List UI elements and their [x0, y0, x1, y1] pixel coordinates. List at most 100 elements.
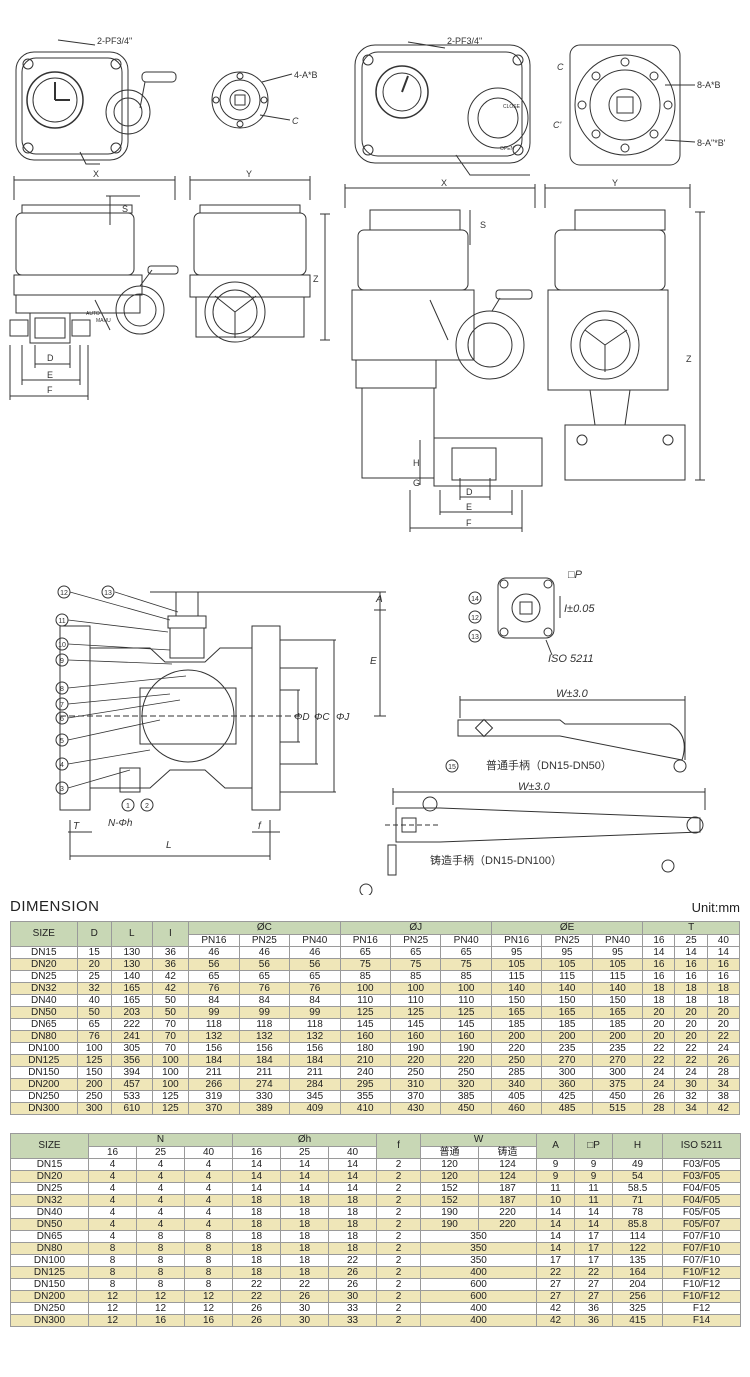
table-cell: F03/F05: [662, 1170, 742, 1183]
cast-handle-w: W±3.0: [518, 781, 551, 793]
col-e: ØE: [490, 921, 644, 935]
table-cell: 18: [280, 1266, 330, 1279]
table-cell: 14: [536, 1230, 576, 1243]
table-cell: 140: [110, 970, 153, 983]
table-cell: 71: [612, 1194, 664, 1207]
table-cell: DN65: [10, 1230, 89, 1243]
table-cell: F07/F10: [662, 1242, 742, 1255]
table-cell: 18: [328, 1218, 378, 1231]
table-cell: 4: [183, 1206, 234, 1219]
dim-x-right: X: [441, 178, 447, 188]
flange-small-view: [211, 71, 293, 129]
actuator-small-side-view: [189, 176, 330, 343]
table-cell: 36: [151, 946, 190, 959]
table-cell: 22: [574, 1266, 614, 1279]
table-cell: 26: [232, 1302, 282, 1315]
table-cell: 600: [420, 1290, 538, 1303]
table-cell: 220: [440, 1054, 492, 1067]
sub-pn16: PN16: [188, 934, 240, 947]
table-cell: 130: [110, 958, 153, 971]
table-cell: 409: [289, 1102, 341, 1115]
table-cell: 65: [289, 970, 341, 983]
table-cell: 8: [183, 1266, 234, 1279]
table-cell: 12: [136, 1290, 185, 1303]
table-cell: 185: [541, 1018, 593, 1031]
table-cell: DN50: [10, 1006, 78, 1019]
table-cell: 222: [110, 1018, 153, 1031]
sub-n16: 16: [88, 1146, 137, 1159]
table-cell: 8: [88, 1278, 137, 1291]
actuator-small-front-view: [9, 176, 179, 400]
table-cell: 33: [328, 1302, 378, 1315]
table-cell: 385: [440, 1090, 492, 1103]
sub-t16: 16: [642, 934, 676, 947]
table-cell: 110: [389, 994, 442, 1007]
table-cell: 76: [76, 1030, 112, 1043]
table-cell: 8: [183, 1254, 234, 1267]
flange-c-label: C: [292, 116, 299, 126]
sub-pn25: PN25: [389, 934, 442, 947]
table-cell: F05/F05: [662, 1206, 742, 1219]
table-cell: 235: [591, 1042, 644, 1055]
sub-pn40: PN40: [440, 934, 492, 947]
table-cell: 56: [188, 958, 240, 971]
table-cell: 40: [76, 994, 112, 1007]
dimension-title: DIMENSION: [10, 898, 100, 915]
table-cell: 14: [232, 1158, 282, 1171]
table-cell: 118: [238, 1018, 291, 1031]
table-cell: 78: [612, 1206, 664, 1219]
table-cell: 16: [642, 970, 676, 983]
table-cell: DN200: [10, 1078, 78, 1091]
table-cell: 9: [574, 1170, 614, 1183]
table-cell: 8: [136, 1242, 185, 1255]
table-cell: 152: [420, 1194, 480, 1207]
table-cell: 2: [376, 1278, 422, 1291]
table-cell: 14: [232, 1182, 282, 1195]
iso-5211-label: ISO 5211: [548, 653, 594, 665]
table-cell: 156: [188, 1042, 240, 1055]
table-cell: 14: [280, 1170, 330, 1183]
sub-pn40: PN40: [591, 934, 644, 947]
table-cell: 450: [591, 1090, 644, 1103]
table-cell: 156: [238, 1042, 291, 1055]
table-cell: 18: [280, 1218, 330, 1231]
table-cell: DN150: [10, 1278, 89, 1291]
table-cell: 75: [339, 958, 391, 971]
dim-g-right: G: [413, 478, 420, 488]
table-cell: 38: [706, 1090, 741, 1103]
table-cell: 190: [420, 1218, 480, 1231]
table-cell: 22: [232, 1290, 282, 1303]
sub-pn16: PN16: [339, 934, 391, 947]
table-cell: 2: [376, 1218, 422, 1231]
table-cell: 300: [541, 1066, 593, 1079]
table-cell: 210: [339, 1054, 391, 1067]
table-cell: 14: [642, 946, 676, 959]
table-cell: 14: [674, 946, 708, 959]
table-cell: 16: [642, 958, 676, 971]
table-cell: F03/F05: [662, 1158, 742, 1171]
table-cell: 515: [591, 1102, 644, 1115]
table-cell: 165: [591, 1006, 644, 1019]
table-cell: 115: [541, 970, 593, 983]
table-cell: 110: [440, 994, 492, 1007]
table-cell: 22: [642, 1042, 676, 1055]
dimension-table-1: SIZE D L I ØC ØJ ØE T PN16 PN25 PN40 PN1…: [10, 921, 741, 1115]
table-cell: 220: [490, 1042, 543, 1055]
table-cell: 25: [76, 970, 112, 983]
port-label-left: 2-PF3/4": [97, 36, 132, 46]
table-cell: 65: [389, 946, 442, 959]
table-cell: 42: [706, 1102, 741, 1115]
table-cell: 105: [541, 958, 593, 971]
close-label-top: CLOSE: [503, 104, 521, 110]
table-cell: 70: [151, 1042, 190, 1055]
table-cell: 125: [440, 1006, 492, 1019]
table-cell: 122: [612, 1242, 664, 1255]
